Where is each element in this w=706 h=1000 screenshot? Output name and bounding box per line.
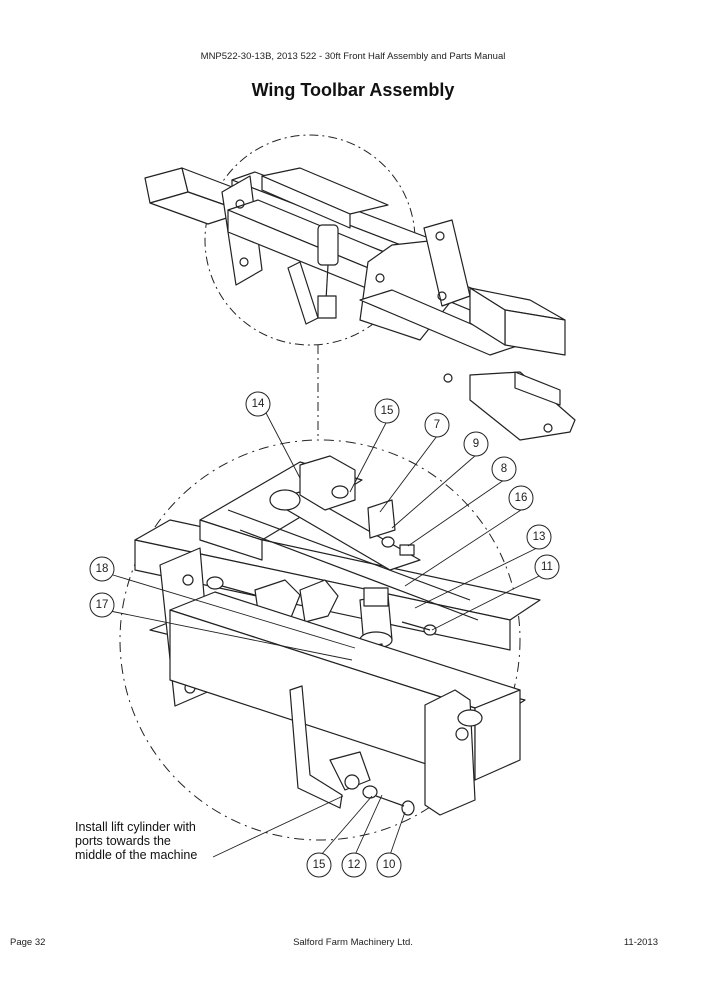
note-line-1: Install lift cylinder with bbox=[75, 820, 196, 834]
callout-12-label: 12 bbox=[348, 859, 361, 871]
company-name: Salford Farm Machinery Ltd. bbox=[293, 937, 413, 948]
callout-18-label: 18 bbox=[96, 563, 109, 575]
installation-note: Install lift cylinder with ports towards… bbox=[75, 820, 197, 862]
callout-bubbles bbox=[89, 391, 560, 878]
callout-7 bbox=[424, 412, 450, 438]
callout-11 bbox=[534, 554, 560, 580]
callout-18 bbox=[89, 556, 115, 582]
callout-12 bbox=[341, 852, 367, 878]
callout-13 bbox=[526, 524, 552, 550]
revision-date: 11-2013 bbox=[623, 937, 658, 948]
callout-17 bbox=[89, 592, 115, 618]
callout-14 bbox=[245, 391, 271, 417]
callout-7-label: 7 bbox=[434, 419, 440, 431]
callout-15-bottom bbox=[306, 852, 332, 878]
page-number: Page 32 bbox=[10, 937, 46, 948]
leader-lines bbox=[109, 410, 548, 858]
callout-10 bbox=[376, 852, 402, 878]
page-title: Wing Toolbar Assembly bbox=[251, 80, 455, 100]
callout-15-top-label: 15 bbox=[381, 405, 394, 417]
callout-8 bbox=[491, 456, 517, 482]
callout-15-bottom-label: 15 bbox=[313, 859, 326, 871]
note-line-2: ports towards the bbox=[75, 834, 171, 848]
manual-header: MNP522-30-13B, 2013 522 - 30ft Front Hal… bbox=[200, 51, 506, 62]
callout-10-label: 10 bbox=[383, 859, 396, 871]
callout-15-top bbox=[374, 398, 400, 424]
overview-view bbox=[144, 134, 576, 441]
callout-17-label: 17 bbox=[96, 599, 109, 611]
callout-13-label: 13 bbox=[533, 531, 546, 543]
callout-8-label: 8 bbox=[501, 463, 507, 475]
callout-16 bbox=[508, 485, 534, 511]
detail-view bbox=[119, 439, 541, 841]
callout-14-label: 14 bbox=[252, 398, 265, 410]
callout-9 bbox=[463, 431, 489, 457]
note-line-3: middle of the machine bbox=[75, 848, 198, 862]
callout-9-label: 9 bbox=[473, 438, 479, 450]
callout-16-label: 16 bbox=[515, 492, 528, 504]
callout-11-label: 11 bbox=[541, 561, 553, 573]
